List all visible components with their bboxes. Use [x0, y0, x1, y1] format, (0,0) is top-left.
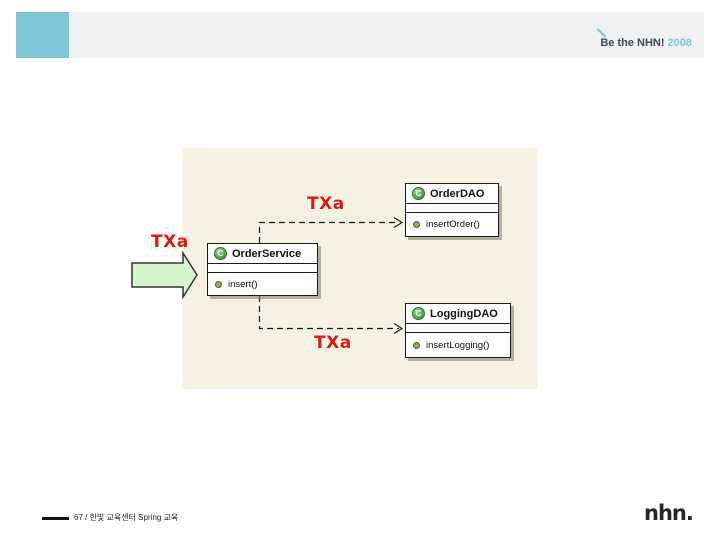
method-row: insert(): [208, 279, 317, 290]
fields-compartment: [208, 264, 317, 273]
class-title-row: C LoggingDAO: [406, 304, 510, 324]
method-name: insertLogging(): [426, 339, 490, 351]
class-title-row: C OrderDAO: [406, 184, 498, 204]
header-bar: [16, 12, 704, 58]
slogan-year: 2008: [667, 37, 692, 49]
method-visibility-icon: [413, 221, 420, 228]
method-visibility-icon: [413, 341, 420, 349]
class-name: LoggingDAO: [430, 307, 498, 320]
class-box-order-dao: C OrderDAO insertOrder(): [405, 183, 499, 237]
footer-rule: [42, 517, 69, 520]
class-icon: C: [214, 247, 227, 260]
method-visibility-icon: [215, 280, 222, 288]
class-box-order-service: C OrderService insert(): [207, 243, 318, 296]
methods-compartment: insertLogging(): [406, 333, 510, 357]
class-box-logging-dao: C LoggingDAO insertLogging(): [405, 303, 511, 358]
methods-compartment: insertOrder(): [406, 213, 498, 236]
class-name: OrderDAO: [430, 187, 485, 200]
tx-label-top: TXa: [307, 194, 345, 214]
fields-compartment: [406, 204, 498, 213]
nhn-logo: nhn.: [644, 501, 694, 525]
class-name: OrderService: [232, 247, 302, 260]
method-row: insertLogging(): [406, 340, 510, 351]
class-icon: C: [412, 307, 425, 320]
slogan-text: Be the NHN!: [600, 37, 665, 49]
footer-page-info: 67 / 한빛 교육센터 Spring 교육: [74, 513, 179, 522]
tx-label-left: TXa: [151, 232, 189, 252]
tx-label-bottom: TXa: [314, 333, 352, 353]
header-accent-square: [16, 12, 69, 58]
fields-compartment: [406, 324, 510, 333]
class-title-row: C OrderService: [208, 244, 317, 264]
method-name: insert(): [228, 278, 258, 290]
slogan: Be the NHN!2008: [600, 37, 692, 49]
class-icon: C: [412, 187, 425, 200]
method-row: insertOrder(): [406, 219, 498, 230]
methods-compartment: insert(): [208, 273, 317, 295]
method-name: insertOrder(): [426, 219, 480, 230]
